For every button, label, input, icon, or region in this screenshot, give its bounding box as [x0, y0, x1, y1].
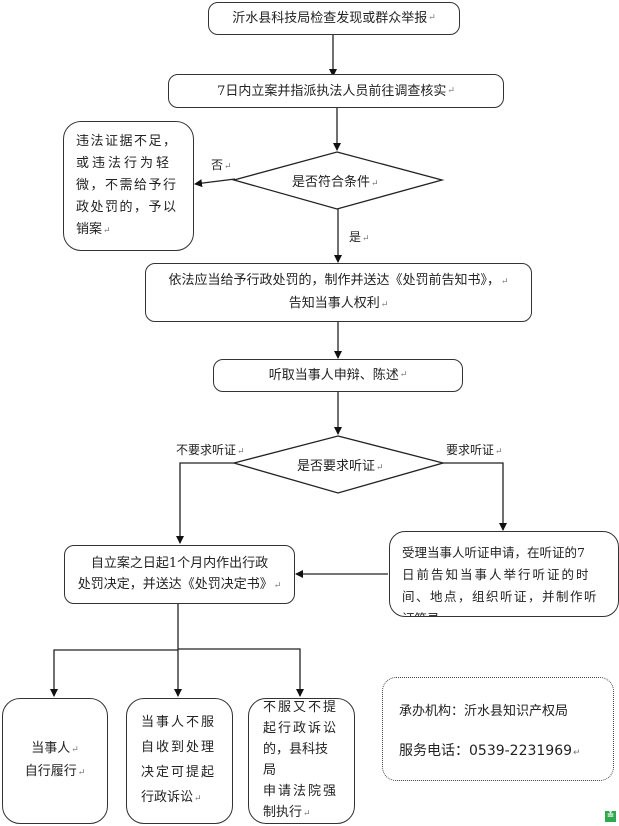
branch-hearing-label: 要求听证↵: [446, 443, 503, 457]
start-text: 沂水县科技局检查发现或群众举报: [232, 11, 428, 26]
decision-conditions-label: 是否符合条件↵: [292, 175, 379, 190]
decision-conditions-diamond: [231, 151, 445, 210]
cancel-line-2: 或违法行为轻: [76, 155, 173, 171]
enforce-line-1: 不服又不提: [263, 700, 339, 715]
outcome-enforce-box: 不服又不提 起行政诉讼 的，县科技局 申请法院强 制执行↵: [248, 698, 355, 824]
self-perform-line-1: 当事人: [31, 741, 71, 756]
hearing-line-1: 受理当事人听证申请，在听证的7: [402, 545, 585, 560]
self-perform-line-2: 自行履行: [24, 764, 77, 779]
register-text: 7日内立案并指派执法人员前往调查核实: [217, 83, 447, 99]
start-box: 沂水县科技局检查发现或群众举报↵: [208, 2, 460, 35]
phone-row: 服务电话：0539-2231969↵: [399, 743, 581, 759]
hearing-line-3: 间、地点，组织听证，并制作听: [402, 589, 599, 604]
enforce-line-4: 申请法院强: [263, 784, 339, 799]
register-box: 7日内立案并指派执法人员前往调查核实↵: [168, 74, 504, 108]
notice-line-1: 依法应当给予行政处罚的，制作并送达《处罚前告知书》，: [168, 272, 500, 288]
outcome-lawsuit-box: 当事人不服 自收到处理 决定可提起 行政诉讼↵: [126, 698, 233, 824]
decision-line-2: 处罚决定，并送达《处罚决定书》: [77, 576, 273, 592]
branch-no-hearing-label: 不要求听证↵: [176, 443, 245, 457]
cancel-line-5: 销案: [76, 221, 103, 237]
cancel-outcome-box: 违法证据不足， 或违法行为轻 微，不需给予行 政处罚的，予以 销案↵: [63, 121, 194, 251]
agency-row: 承办机构：沂水县知识产权局: [399, 700, 568, 719]
arrow-hearing: [442, 462, 507, 531]
enforce-line-5: 制执行: [263, 805, 303, 820]
enforce-line-2: 起行政诉讼: [263, 721, 339, 736]
hearing-line-2: 日前告知当事人举行听证的时: [402, 567, 591, 582]
phone-number: 0539-2231969: [469, 743, 573, 759]
penalty-decision-box: 自立案之日起1个月内作出行政 处罚决定，并送达《处罚决定书》↵: [64, 545, 295, 604]
phone-label: 服务电话：: [399, 743, 469, 759]
arrow-to-self-perform: [50, 649, 178, 697]
lawsuit-line-4: 行政诉讼: [141, 790, 194, 805]
notice-box: 依法应当给予行政处罚的，制作并送达《处罚前告知书》，↵ 告知当事人权利↵: [145, 263, 532, 322]
outcome-self-perform-box: 当事人↵ 自行履行↵: [2, 698, 108, 824]
arrow-to-enforce: [178, 648, 304, 697]
agency-name: 沂水县知识产权局: [464, 704, 569, 719]
decision-line-1: 自立案之日起1个月内作出行政: [90, 555, 269, 571]
arrow-no-hearing: [176, 462, 234, 544]
hearing-line-4: 证笔录: [402, 608, 598, 616]
contact-info-box: 承办机构：沂水县知识产权局 服务电话：0539-2231969↵: [382, 677, 614, 781]
cancel-line-3: 微，不需给予行: [76, 177, 178, 193]
lawsuit-line-3: 决定可提起: [141, 765, 217, 780]
cancel-line-1: 违法证据不足，: [76, 133, 178, 149]
hearing-process-box: 受理当事人听证申请，在听证的7 日前告知当事人举行听证的时 间、地点，组织听证，…: [389, 531, 619, 617]
enforce-line-3: 的，县科技局: [263, 742, 329, 778]
arrow-decision-no: [194, 178, 236, 188]
statement-box: 听取当事人申辩、陈述↵: [213, 359, 463, 392]
notice-line-2: 告知当事人权利: [288, 295, 380, 311]
decision-hearing-label: 是否要求听证↵: [297, 459, 384, 474]
agency-label: 承办机构：: [399, 704, 465, 719]
lawsuit-line-1: 当事人不服: [141, 715, 217, 730]
cancel-line-4: 政处罚的，予以: [76, 199, 178, 215]
lawsuit-line-2: 自收到处理: [141, 740, 217, 755]
download-badge-icon[interactable]: ≚: [605, 811, 616, 822]
branch-no-label: 否↵: [211, 158, 232, 172]
statement-text: 听取当事人申辩、陈述: [268, 368, 399, 383]
branch-yes-label: 是↵: [349, 230, 370, 244]
decision-hearing-diamond: [231, 435, 446, 494]
